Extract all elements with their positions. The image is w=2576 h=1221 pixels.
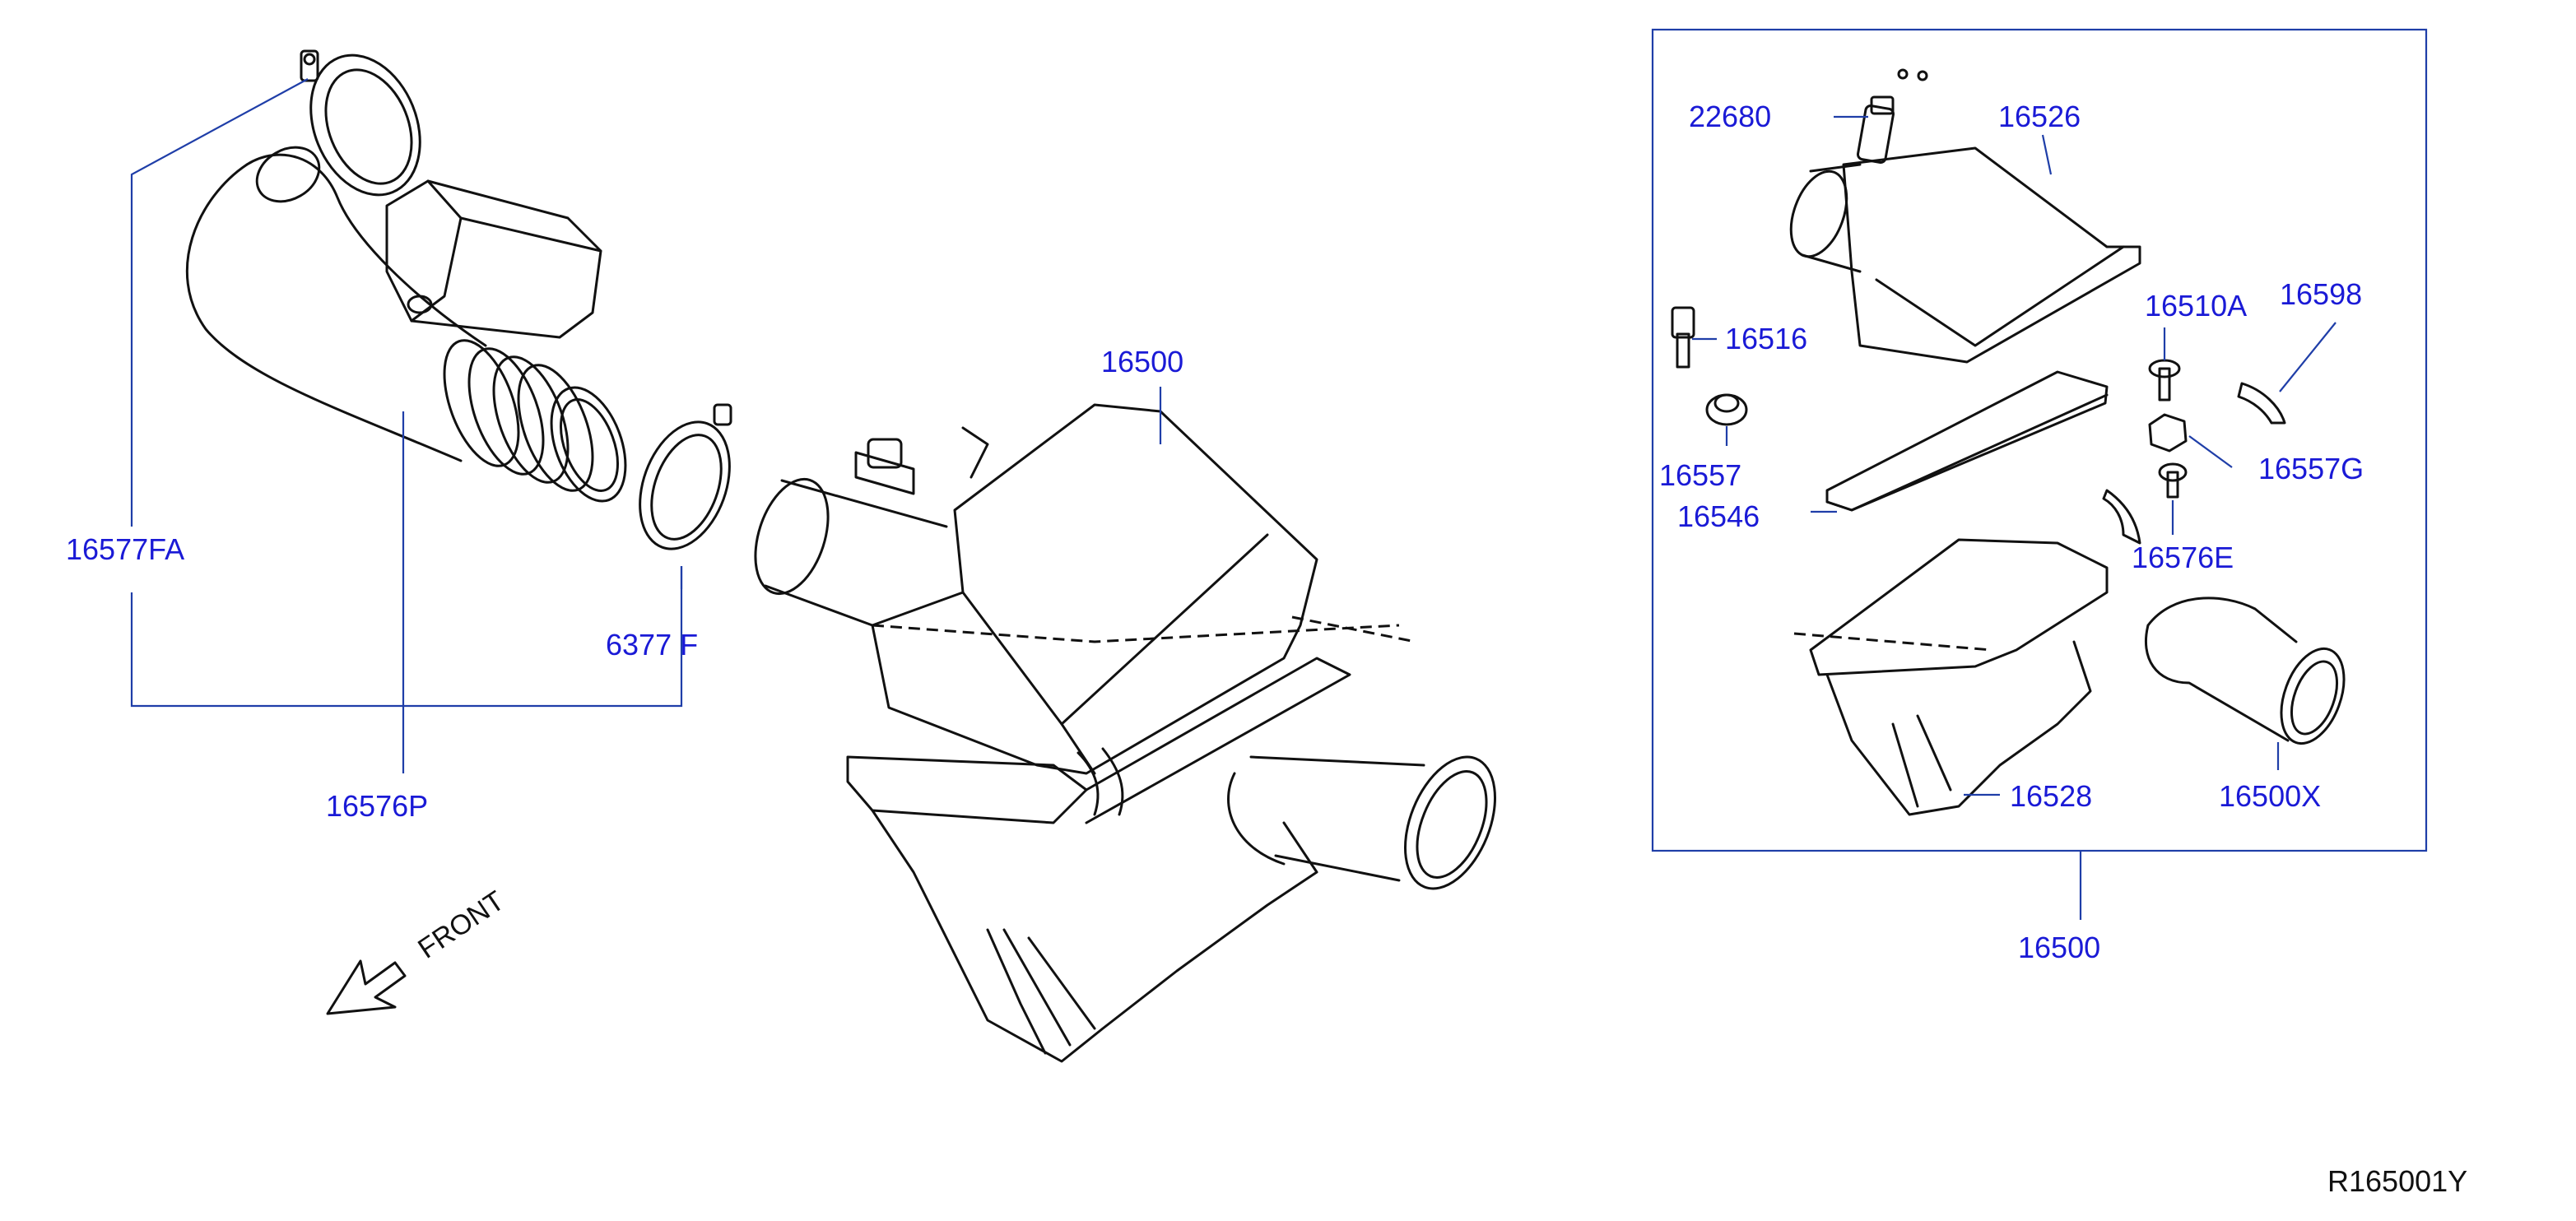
- label-16526: 16526: [1998, 100, 2081, 133]
- label-16500-assembly: 16500: [2018, 931, 2100, 964]
- front-label: FRONT: [412, 885, 509, 965]
- label-16516: 16516: [1725, 322, 1807, 355]
- label-clamp-small: 6377 F: [606, 628, 698, 662]
- right-leader-lines: [1692, 115, 2337, 796]
- label-16528: 16528: [2010, 779, 2092, 813]
- inlet-duct-drawing: [185, 49, 732, 550]
- label-16576E: 16576E: [2132, 541, 2234, 574]
- label-16546: 16546: [1677, 499, 1760, 533]
- figure-code: R165001Y: [2327, 1164, 2467, 1198]
- exploded-parts-drawing: [1671, 68, 2346, 816]
- label-16576P: 16576P: [326, 789, 428, 823]
- label-22680: 22680: [1689, 100, 1771, 133]
- air-cleaner-assembly-drawing: [754, 403, 1497, 1063]
- label-16577FA: 16577FA: [66, 532, 184, 566]
- label-16557: 16557: [1659, 458, 1741, 492]
- label-16500-center: 16500: [1101, 345, 1183, 378]
- label-16510A: 16510A: [2145, 289, 2247, 323]
- label-16500X: 16500X: [2219, 779, 2321, 813]
- exploded-view-frame: [1651, 28, 2428, 852]
- left-leader-lines: [130, 78, 683, 773]
- label-16557G: 16557G: [2258, 452, 2364, 485]
- label-16598: 16598: [2280, 277, 2362, 311]
- front-arrow-icon: [326, 959, 407, 1015]
